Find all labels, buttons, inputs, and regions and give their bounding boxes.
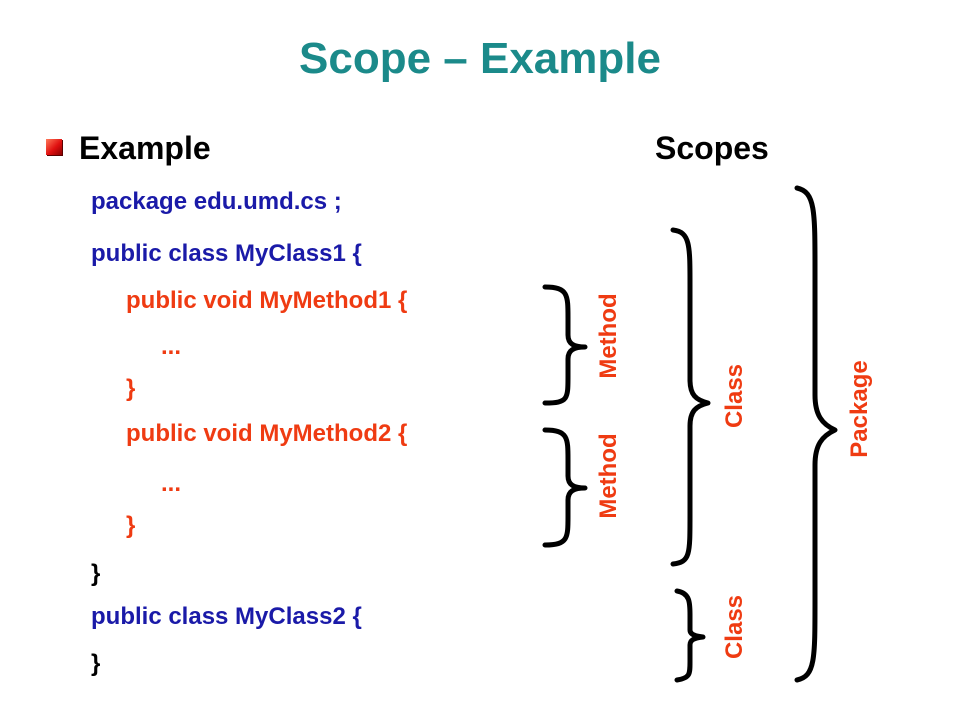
- code-line-class2-close: }: [91, 650, 101, 677]
- code-line-method2-close: }: [126, 512, 136, 539]
- package-scope-label: Package: [846, 360, 873, 458]
- code-line-method2-open: public void MyMethod2 {: [126, 420, 408, 447]
- method-2-scope-label: Method: [595, 433, 622, 519]
- class-2-scope-label: Class: [721, 594, 748, 660]
- bullet-square-icon: [46, 139, 62, 155]
- class-1-bracket: [670, 227, 711, 567]
- code-line-class1-close: }: [91, 560, 101, 587]
- class-1-scope-label: Class: [721, 363, 748, 429]
- method-1-bracket: [542, 284, 588, 406]
- code-line-method1-body: ...: [161, 333, 182, 360]
- class-2-bracket: [674, 588, 706, 683]
- slide-title: Scope – Example: [299, 34, 661, 83]
- code-line-method1-close: }: [126, 375, 136, 402]
- code-line-method2-body: ...: [161, 470, 182, 497]
- method-2-bracket: [542, 427, 588, 548]
- method-1-scope-label: Method: [595, 293, 622, 379]
- example-heading: Example: [79, 130, 211, 166]
- code-line-method1-open: public void MyMethod1 {: [126, 287, 408, 314]
- package-bracket: [794, 185, 838, 683]
- scopes-heading: Scopes: [655, 130, 769, 166]
- code-line-class2-open: public class MyClass2 {: [91, 603, 362, 630]
- code-line-package: package edu.umd.cs ;: [91, 188, 342, 215]
- code-line-class1-open: public class MyClass1 {: [91, 240, 362, 267]
